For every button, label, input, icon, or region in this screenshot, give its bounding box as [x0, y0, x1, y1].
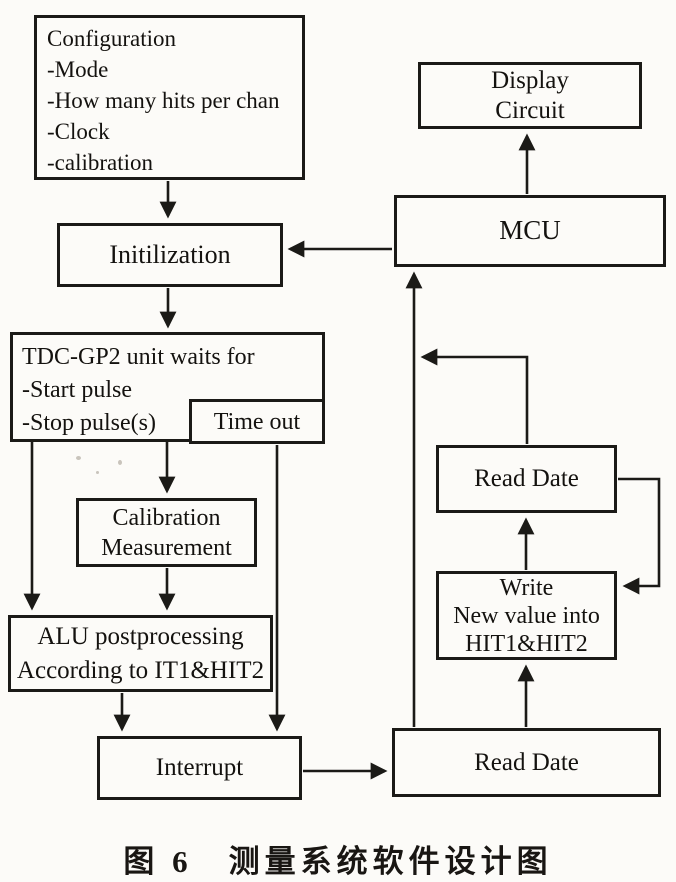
- scan-speck: [76, 456, 81, 460]
- node-interrupt: Interrupt: [97, 736, 302, 800]
- node-line: -Mode: [47, 57, 109, 82]
- node-line: Calibration: [112, 504, 221, 531]
- node-line: -How many hits per chan: [47, 88, 280, 113]
- scan-speck: [96, 471, 99, 474]
- node-line: According to IT1&HIT2: [16, 656, 265, 684]
- node-line: Write: [499, 574, 554, 601]
- node-line: ALU postprocessing: [37, 622, 244, 650]
- node-read-date-top: Read Date: [436, 445, 617, 513]
- node-label: Read Date: [474, 748, 579, 776]
- node-line: Circuit: [495, 96, 565, 124]
- node-line: New value into: [453, 602, 600, 629]
- figure-caption: 图 6 测量系统软件设计图: [123, 844, 553, 879]
- node-label: Interrupt: [155, 754, 244, 782]
- node-line: -Clock: [47, 119, 110, 144]
- scan-speck: [118, 460, 122, 465]
- node-label: Read Date: [474, 465, 579, 493]
- node-line: Display: [491, 66, 569, 94]
- node-line: TDC-GP2 unit waits for: [22, 344, 255, 370]
- node-time-out: Time out: [189, 399, 325, 444]
- node-mcu: MCU: [394, 195, 666, 267]
- node-line: -calibration: [47, 150, 154, 175]
- edge-read-date-top-to-mcu-line: [420, 348, 529, 444]
- node-label: Initilization: [109, 239, 231, 269]
- node-alu-postprocessing: ALU postprocessing According to IT1&HIT2: [8, 615, 273, 692]
- node-line: Measurement: [101, 534, 232, 561]
- node-label: MCU: [499, 215, 561, 246]
- node-write-new-value: Write New value into HIT1&HIT2: [436, 571, 617, 660]
- node-initilization: Initilization: [57, 223, 283, 287]
- node-line: -Start pulse: [22, 377, 132, 403]
- node-line: HIT1&HIT2: [465, 630, 588, 657]
- node-line: -Stop pulse(s): [22, 410, 156, 436]
- edge-read-date-top-loop-to-write: [618, 477, 661, 595]
- node-label: Time out: [213, 408, 301, 435]
- node-calibration-measurement: Calibration Measurement: [76, 498, 257, 567]
- node-line: Configuration: [47, 26, 177, 51]
- node-display-circuit: Display Circuit: [418, 62, 642, 129]
- node-read-date-bottom: Read Date: [392, 728, 661, 797]
- node-configuration: Configuration -Mode -How many hits per c…: [34, 15, 305, 180]
